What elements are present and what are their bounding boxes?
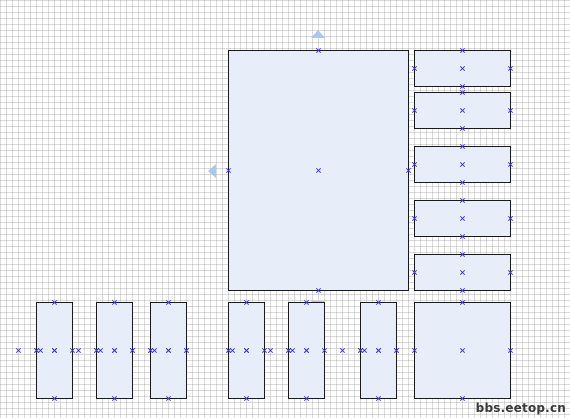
connection-point-x-mark-icon[interactable]	[111, 395, 118, 402]
connection-point-x-mark-icon[interactable]	[37, 347, 44, 354]
connection-point-x-mark-icon[interactable]	[459, 179, 466, 186]
connection-point-x-mark-icon[interactable]	[375, 395, 382, 402]
connection-point-x-mark-icon[interactable]	[285, 347, 292, 354]
connection-point-x-mark-icon[interactable]	[33, 347, 40, 354]
connection-point-x-mark-icon[interactable]	[411, 347, 418, 354]
connection-point-x-mark-icon[interactable]	[51, 347, 58, 354]
connection-point-x-mark-icon[interactable]	[459, 107, 466, 114]
connection-point-x-mark-icon[interactable]	[97, 347, 104, 354]
blocks-layer	[15, 47, 514, 402]
connection-point-x-mark-icon[interactable]	[459, 299, 466, 306]
connection-point-x-mark-icon[interactable]	[165, 347, 172, 354]
connection-point-x-mark-icon[interactable]	[459, 287, 466, 294]
block-right-2[interactable]	[411, 89, 514, 132]
connection-point-x-mark-icon[interactable]	[321, 347, 328, 354]
connection-point-x-mark-icon[interactable]	[459, 83, 466, 90]
connection-point-x-mark-icon[interactable]	[459, 215, 466, 222]
connection-point-x-mark-icon[interactable]	[289, 347, 296, 354]
triangle-arrow-icon-left[interactable]	[208, 164, 216, 178]
connection-point-x-mark-icon[interactable]	[411, 107, 418, 114]
connection-point-x-mark-icon[interactable]	[459, 89, 466, 96]
connection-point-x-mark-icon[interactable]	[229, 347, 236, 354]
connection-point-x-mark-icon[interactable]	[459, 233, 466, 240]
block-right-3[interactable]	[411, 143, 514, 186]
connection-point-x-mark-icon[interactable]	[151, 347, 158, 354]
block-main[interactable]	[225, 47, 412, 294]
block-right-5[interactable]	[411, 251, 514, 294]
connection-point-x-mark-icon[interactable]	[75, 347, 82, 354]
connection-point-x-mark-icon[interactable]	[507, 161, 514, 168]
connection-point-x-mark-icon[interactable]	[411, 65, 418, 72]
connection-point-x-mark-icon[interactable]	[459, 197, 466, 204]
connection-point-x-mark-icon[interactable]	[375, 347, 382, 354]
connection-point-x-mark-icon[interactable]	[507, 65, 514, 72]
connection-point-x-mark-icon[interactable]	[303, 299, 310, 306]
connection-point-x-mark-icon[interactable]	[459, 143, 466, 150]
connection-point-x-mark-icon[interactable]	[411, 161, 418, 168]
connection-point-x-mark-icon[interactable]	[183, 347, 190, 354]
connection-point-x-mark-icon[interactable]	[405, 167, 412, 174]
connection-point-x-mark-icon[interactable]	[339, 347, 346, 354]
connection-point-x-mark-icon[interactable]	[459, 347, 466, 354]
connection-point-x-mark-icon[interactable]	[411, 269, 418, 276]
connection-point-x-mark-icon[interactable]	[243, 299, 250, 306]
connection-point-x-mark-icon[interactable]	[411, 215, 418, 222]
connection-point-x-mark-icon[interactable]	[507, 269, 514, 276]
connection-point-x-mark-icon[interactable]	[459, 251, 466, 258]
connection-point-x-mark-icon[interactable]	[225, 167, 232, 174]
watermark: bbs.eetop.cn	[475, 401, 566, 415]
connection-point-x-mark-icon[interactable]	[243, 395, 250, 402]
connection-point-x-mark-icon[interactable]	[111, 347, 118, 354]
connection-point-x-mark-icon[interactable]	[459, 395, 466, 402]
connection-point-x-mark-icon[interactable]	[361, 347, 368, 354]
connection-point-x-mark-icon[interactable]	[459, 47, 466, 54]
connection-point-x-mark-icon[interactable]	[147, 347, 154, 354]
connection-point-x-mark-icon[interactable]	[315, 47, 322, 54]
triangle-arrow-icon-top[interactable]	[311, 30, 325, 38]
connection-point-x-mark-icon[interactable]	[111, 299, 118, 306]
connection-point-x-mark-icon[interactable]	[165, 395, 172, 402]
connection-point-x-mark-icon[interactable]	[315, 167, 322, 174]
block-bottom-7[interactable]	[411, 299, 514, 402]
connection-point-x-mark-icon[interactable]	[243, 347, 250, 354]
connection-point-x-mark-icon[interactable]	[93, 347, 100, 354]
connection-point-x-mark-icon[interactable]	[459, 269, 466, 276]
connection-point-x-mark-icon[interactable]	[69, 347, 76, 354]
connection-point-x-mark-icon[interactable]	[303, 347, 310, 354]
connection-point-x-mark-icon[interactable]	[225, 347, 232, 354]
block-right-4[interactable]	[411, 197, 514, 240]
connection-point-x-mark-icon[interactable]	[507, 347, 514, 354]
connection-point-x-mark-icon[interactable]	[303, 395, 310, 402]
connection-point-x-mark-icon[interactable]	[51, 395, 58, 402]
connection-point-x-mark-icon[interactable]	[459, 65, 466, 72]
connection-point-x-mark-icon[interactable]	[375, 299, 382, 306]
connection-point-x-mark-icon[interactable]	[165, 299, 172, 306]
connection-point-x-mark-icon[interactable]	[507, 107, 514, 114]
connection-point-x-mark-icon[interactable]	[129, 347, 136, 354]
connection-point-x-mark-icon[interactable]	[15, 347, 22, 354]
connection-point-x-mark-icon[interactable]	[261, 347, 268, 354]
connection-point-x-mark-icon[interactable]	[357, 347, 364, 354]
connection-point-x-mark-icon[interactable]	[507, 215, 514, 222]
connection-point-x-mark-icon[interactable]	[393, 347, 400, 354]
connection-point-x-mark-icon[interactable]	[51, 299, 58, 306]
connection-point-x-mark-icon[interactable]	[267, 347, 274, 354]
connection-point-x-mark-icon[interactable]	[315, 287, 322, 294]
connection-point-x-mark-icon[interactable]	[459, 161, 466, 168]
block-right-1[interactable]	[411, 47, 514, 90]
connection-point-x-mark-icon[interactable]	[459, 125, 466, 132]
